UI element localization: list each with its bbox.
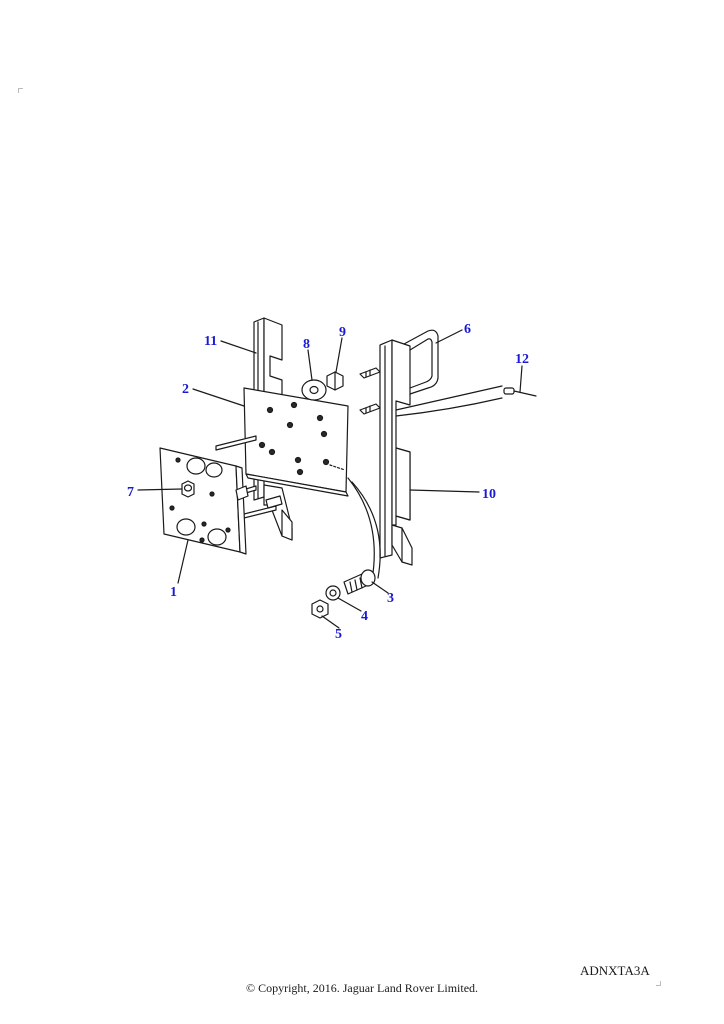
part-6-handle [403, 329, 439, 395]
callout-3: 3 [387, 591, 394, 606]
diagram-reference-code: ADNXTA3A [580, 963, 650, 978]
part-8-washer [301, 379, 327, 401]
cable-loop [347, 477, 381, 581]
plate-1-studs [235, 485, 283, 509]
callout-8: 8 [303, 337, 310, 352]
part-3-bolt [343, 569, 376, 595]
part-10-front-channel-bracket [379, 339, 413, 566]
part-4-washer [325, 585, 341, 601]
part-5-nut [311, 599, 329, 619]
callout-4: 4 [361, 609, 368, 624]
callout-10: 10 [482, 487, 496, 502]
callout-labels: 11 2 8 9 6 12 7 10 1 3 4 5 [127, 322, 529, 642]
crop-mark-bottom-right [656, 981, 661, 986]
callout-11: 11 [204, 334, 217, 349]
callout-9: 9 [339, 325, 346, 340]
callout-7: 7 [127, 485, 134, 500]
callout-1: 1 [170, 585, 177, 600]
copyright-notice: © Copyright, 2016. Jaguar Land Rover Lim… [245, 981, 479, 995]
part-1-front-plate [159, 447, 247, 555]
crop-mark-top-left [18, 88, 23, 93]
part-12-rivet-and-cable [395, 385, 537, 417]
front-bracket-studs [359, 367, 381, 415]
callout-2: 2 [182, 382, 189, 397]
callout-6: 6 [464, 322, 471, 337]
part-2-mounting-plate [243, 387, 349, 497]
callout-12: 12 [515, 352, 529, 367]
part-7-threaded-insert [181, 480, 195, 498]
leader-lines [137, 329, 523, 629]
callout-5: 5 [335, 627, 342, 642]
part-9-nut [326, 371, 344, 391]
